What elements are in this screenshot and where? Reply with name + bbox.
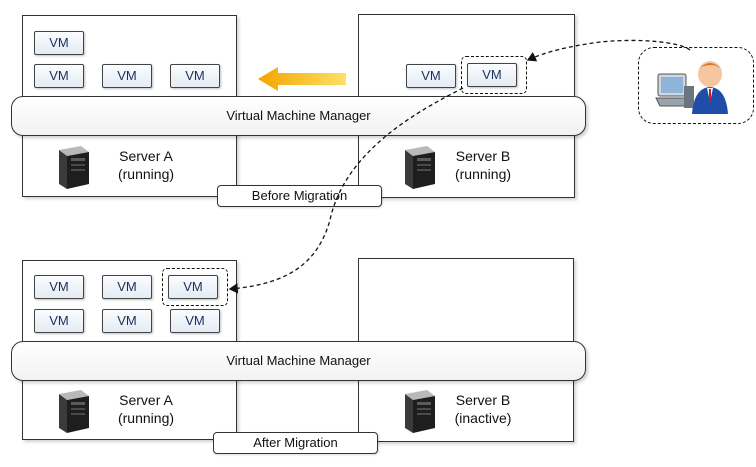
before-server-a-name: Server A <box>119 148 173 164</box>
after-server-b-name: Server B <box>455 392 511 408</box>
before-migrating-vm-outline <box>461 56 527 94</box>
after-migration-caption: After Migration <box>213 432 378 454</box>
after-server-b-status: (inactive) <box>454 410 512 426</box>
user-at-computer-icon <box>655 61 728 114</box>
after-server-a-vm-2: VM <box>102 275 152 299</box>
before-server-b-name: Server B <box>455 148 511 164</box>
after-server-a-vm-6: VM <box>170 309 220 333</box>
server-tower-icon <box>405 390 435 433</box>
before-server-b-vm-1: VM <box>406 64 456 88</box>
after-server-a-vm-4: VM <box>34 309 84 333</box>
after-migrated-vm-outline <box>162 268 228 306</box>
server-tower-icon <box>59 390 89 433</box>
before-server-b-vm-migrating: VM <box>467 63 517 87</box>
after-server-a-vm-5: VM <box>102 309 152 333</box>
before-server-a-vm-2: VM <box>34 64 84 88</box>
after-server-a-name: Server A <box>119 392 173 408</box>
before-server-b-status: (running) <box>454 166 512 182</box>
after-virtual-machine-manager: Virtual Machine Manager <box>11 341 586 381</box>
after-server-a-status: (running) <box>117 410 175 426</box>
before-server-a-vm-3: VM <box>102 64 152 88</box>
vm-migration-connector <box>228 87 464 294</box>
user-outline <box>638 47 754 124</box>
before-virtual-machine-manager: Virtual Machine Manager <box>11 96 586 136</box>
before-server-a-vm-1: VM <box>34 31 84 55</box>
user-to-vm-connector <box>526 39 691 62</box>
after-server-a-vm-migrated: VM <box>168 275 218 299</box>
left-arrow-icon <box>258 67 346 91</box>
server-tower-icon <box>59 146 89 189</box>
after-server-a-vm-1: VM <box>34 275 84 299</box>
server-tower-icon <box>405 146 435 189</box>
before-server-a-status: (running) <box>117 166 175 182</box>
before-server-a-vm-4: VM <box>170 64 220 88</box>
